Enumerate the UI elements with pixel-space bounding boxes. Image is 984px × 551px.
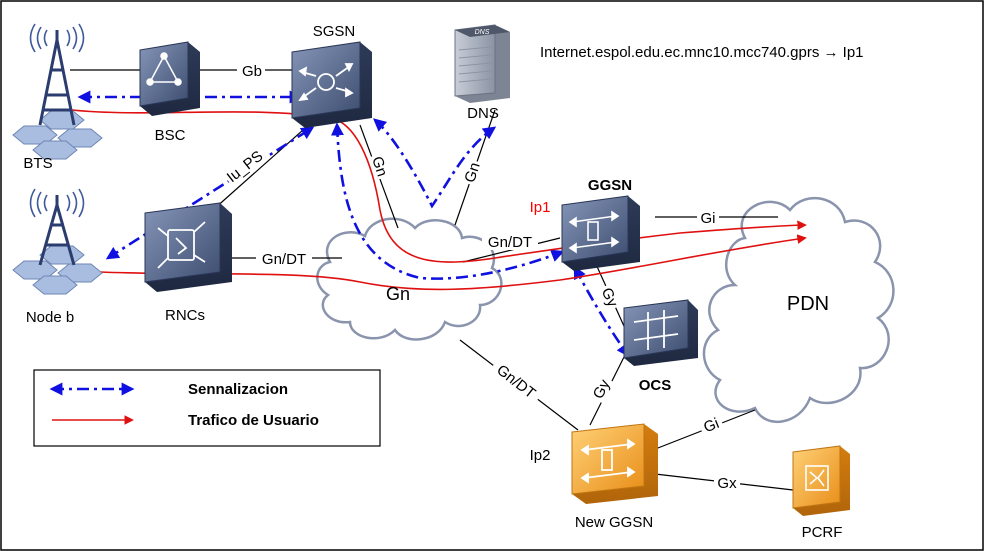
new-ggsn-node xyxy=(571,423,658,504)
tower-icon xyxy=(38,195,76,266)
gn-cloud-label: Gn xyxy=(386,284,410,304)
rncs-label: RNCs xyxy=(165,307,205,324)
pdn-cloud xyxy=(702,196,895,424)
server-icon xyxy=(458,46,492,83)
pdn-label: PDN xyxy=(787,293,829,315)
rnc-icon xyxy=(157,221,206,269)
dns-box-text: DNS xyxy=(475,29,490,36)
ip2-label: Ip2 xyxy=(530,447,551,464)
gi-ggsn-label: Gi xyxy=(701,210,716,227)
bsc-label: BSC xyxy=(155,127,186,144)
dns-label: DNS xyxy=(467,105,499,122)
switch-icon xyxy=(568,210,620,254)
ip1-label: Ip1 xyxy=(530,199,551,216)
node-b-node xyxy=(12,188,103,295)
bsc-node xyxy=(139,41,200,116)
switch-icon xyxy=(580,438,636,484)
sgsn-label: SGSN xyxy=(313,23,356,40)
new-ggsn-label: New GGSN xyxy=(575,514,653,531)
rncs-node xyxy=(144,202,232,292)
sgsn-node xyxy=(291,41,372,128)
dns-entry-text: Internet.espol.edu.ec.mnc10.mcc740.gprs … xyxy=(540,44,864,61)
node-b-label: Node b xyxy=(26,309,74,326)
gi-newggsn-label: Gi xyxy=(701,415,721,436)
gn-dt-rnc-label: Gn/DT xyxy=(262,251,306,268)
ggsn-label: GGSN xyxy=(588,177,632,194)
gn-dt-ggsn-label: Gn/DT xyxy=(488,234,532,251)
legend: Sennalizacion Trafico de Usuario xyxy=(33,369,381,447)
ocs-label: OCS xyxy=(639,377,672,394)
pcrf-icon xyxy=(805,465,829,491)
bsc-icon xyxy=(146,52,182,86)
radio-waves-icon xyxy=(29,188,85,218)
bts-label: BTS xyxy=(23,155,52,172)
gx-label: Gx xyxy=(717,475,737,492)
radio-waves-icon xyxy=(29,23,85,53)
dns-node: DNS xyxy=(454,24,510,103)
gn-sgsn-label: Gn xyxy=(368,154,390,178)
legend-user-traffic-label: Trafico de Usuario xyxy=(188,412,319,429)
legend-signaling-label: Sennalizacion xyxy=(188,381,288,398)
user-traffic-paths xyxy=(71,109,807,291)
tower-icon xyxy=(38,30,76,126)
ggsn-node xyxy=(561,195,640,271)
bts-node xyxy=(12,23,103,160)
router-icon xyxy=(298,63,354,102)
pcrf-node xyxy=(792,445,850,516)
gn-dns-label: Gn xyxy=(461,160,483,184)
gy-ggsn-label: Gy xyxy=(598,285,622,310)
ocs-node xyxy=(623,299,698,366)
gb-label: Gb xyxy=(242,63,262,80)
pcrf-label: PCRF xyxy=(802,524,843,541)
ocs-switch-icon xyxy=(633,310,679,350)
